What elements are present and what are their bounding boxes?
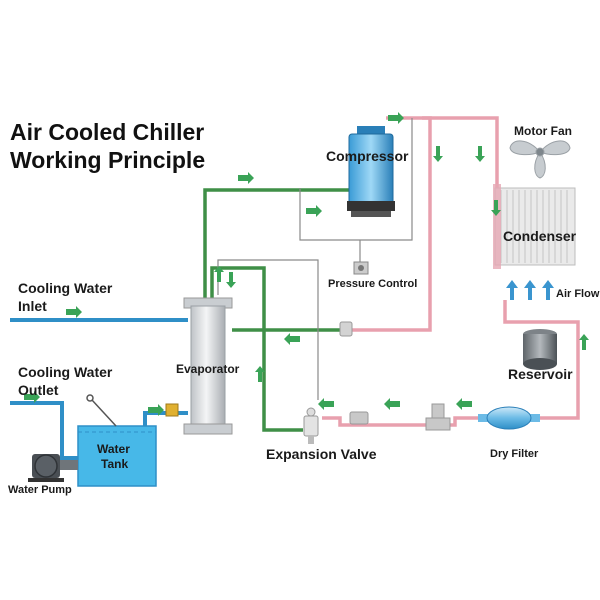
discharge-line	[386, 116, 499, 255]
dry-filter-label: Dry Filter	[490, 448, 539, 460]
water-tank-label-1: Water	[97, 442, 130, 456]
motor-fan-label: Motor Fan	[514, 124, 572, 138]
water-pump	[28, 454, 78, 482]
hot-gas-bypass-line	[352, 116, 432, 332]
pressure-control	[353, 261, 369, 275]
cooling-water-outlet-label-2: Outlet	[18, 382, 59, 398]
water-valve	[165, 403, 179, 417]
evaporator-label: Evaporator	[176, 362, 240, 376]
condenser-label: Condenser	[503, 228, 577, 244]
title-line-2: Working Principle	[10, 147, 206, 173]
compressor	[347, 126, 395, 217]
bypass-valve	[339, 321, 353, 337]
motor-fan	[509, 140, 571, 179]
cooling-water-inlet-label-2: Inlet	[18, 298, 47, 314]
suction-line	[203, 188, 357, 298]
water-tank-label-2: Tank	[101, 457, 129, 471]
reservoir-label: Reservoir	[508, 366, 573, 382]
water-tank	[77, 394, 157, 487]
air-flow-arrows	[506, 280, 554, 300]
reservoir	[523, 329, 557, 370]
pressure-control-label: Pressure Control	[328, 278, 418, 290]
evaporator	[183, 297, 233, 435]
title-line-1: Air Cooled Chiller	[10, 119, 205, 145]
air-flow-label: Air Flow	[556, 288, 600, 300]
cooling-water-outlet-label-1: Cooling Water	[18, 364, 113, 380]
expansion-line	[210, 266, 303, 432]
water-pump-label: Water Pump	[8, 484, 72, 496]
cooling-water-inlet-label-1: Cooling Water	[18, 280, 113, 296]
expansion-valve	[303, 407, 319, 444]
expansion-valve-label: Expansion Valve	[266, 446, 377, 462]
condenser-to-filter-line	[503, 300, 580, 420]
compressor-label: Compressor	[326, 148, 409, 164]
filter-to-valve-line	[322, 416, 490, 427]
inline-valves	[349, 403, 451, 431]
condenser	[493, 184, 576, 269]
flow-arrows	[24, 112, 589, 416]
dry-filter	[478, 406, 540, 430]
refrigerant-cold-lines	[203, 188, 357, 432]
cooling-water-outlet-line	[10, 401, 78, 460]
